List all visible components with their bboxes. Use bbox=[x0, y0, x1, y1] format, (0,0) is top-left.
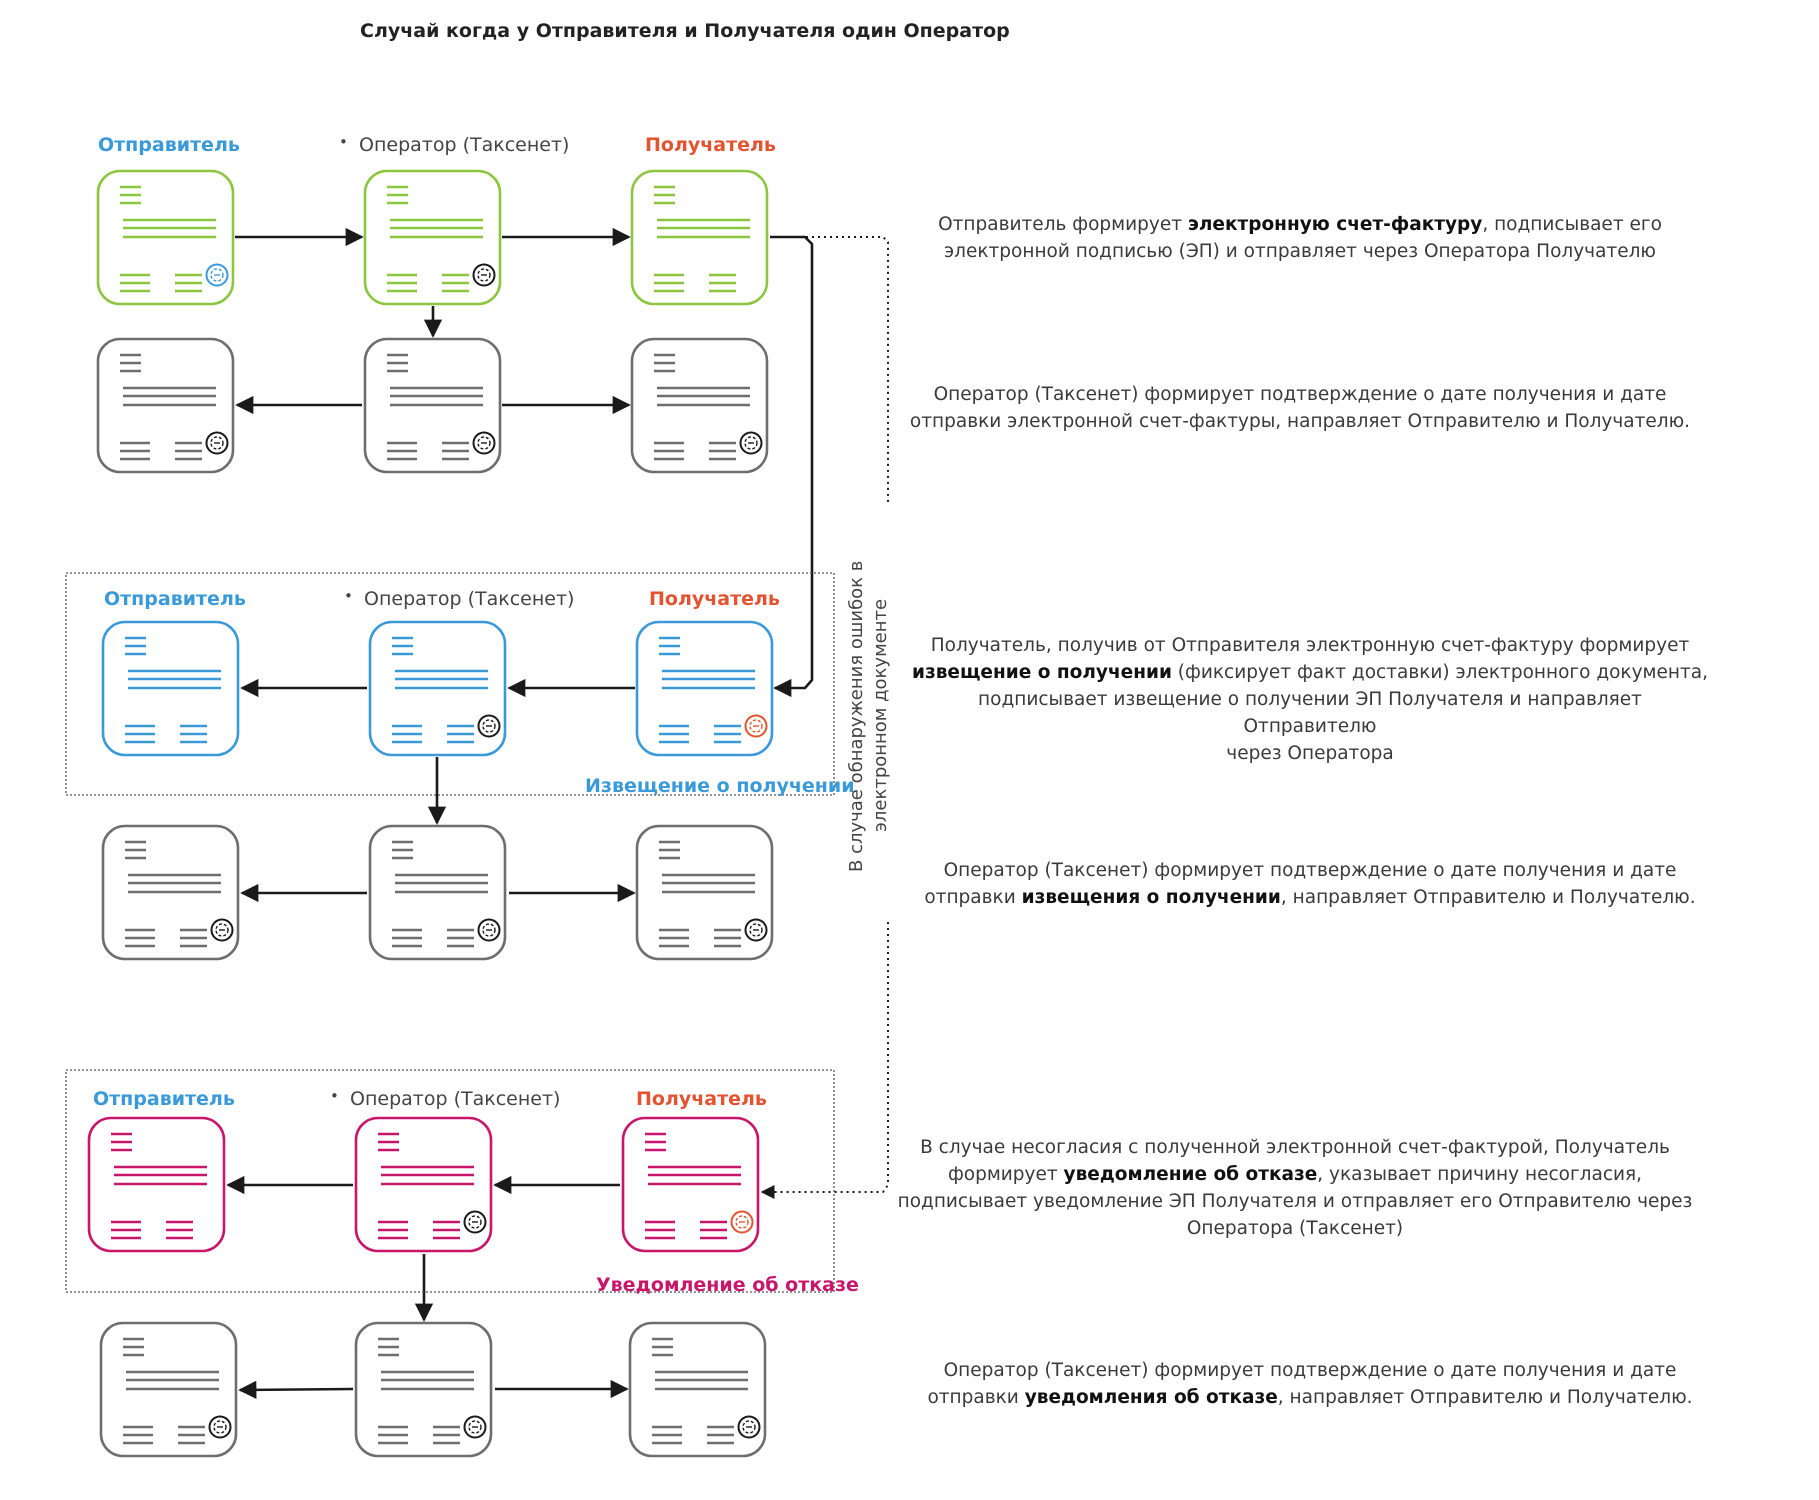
signature-seal-icon bbox=[744, 918, 768, 942]
operator-confirmation-doc-1 bbox=[363, 337, 502, 474]
receiver-confirmation-doc-3 bbox=[628, 1321, 767, 1458]
vertical-note-line-1: В случае обнаружения ошибок в bbox=[846, 560, 867, 872]
receiver-confirmation-doc-2 bbox=[635, 824, 774, 961]
desc-6-line-1: Оператор (Таксенет) формирует подтвержде… bbox=[943, 1360, 1677, 1381]
operator-label-1: Оператор (Таксенет) bbox=[339, 133, 569, 156]
desc-4-text-c: , направляет Отправителю и Получателю. bbox=[1280, 887, 1696, 908]
rejection-notice-group bbox=[65, 1069, 835, 1293]
desc-1-text-a: Отправитель формирует bbox=[938, 214, 1188, 235]
desc-5-text-c: , указывает причину несогласия, bbox=[1317, 1164, 1643, 1185]
signature-seal-icon bbox=[208, 1415, 232, 1439]
desc-2-line-1: Оператор (Таксенет) формирует подтвержде… bbox=[933, 384, 1667, 405]
sender-confirmation-doc-1 bbox=[96, 337, 235, 474]
signature-seal-icon bbox=[737, 1415, 761, 1439]
signature-seal-icon bbox=[472, 263, 496, 287]
sender-receipt-doc bbox=[101, 620, 240, 757]
receiver-rejection-doc bbox=[621, 1116, 760, 1253]
dotted-error-line-top bbox=[770, 236, 889, 505]
arrow-operator-to-sender-6 bbox=[238, 1380, 354, 1399]
documents-layer bbox=[87, 169, 774, 1458]
desc-6-bold: уведомления об отказе bbox=[1024, 1387, 1278, 1408]
signature-seal-icon bbox=[739, 431, 763, 455]
sender-label-3: Отправитель bbox=[93, 1088, 235, 1110]
desc-5-line-3: подписывает уведомление ЭП Получателя и … bbox=[897, 1191, 1693, 1212]
signature-seal-icon bbox=[205, 263, 229, 287]
sender-confirmation-doc-3 bbox=[99, 1321, 238, 1458]
operator-confirmation-doc-3 bbox=[354, 1321, 493, 1458]
signature-seal-icon bbox=[477, 714, 501, 738]
desc-3-line-4: через Оператора bbox=[1226, 743, 1394, 764]
receiver-confirmation-doc-1 bbox=[630, 337, 769, 474]
desc-3-text-b: (фиксирует факт доставки) электронного д… bbox=[1171, 662, 1708, 683]
desc-5-text-a: формирует bbox=[947, 1164, 1064, 1185]
operator-label-2: Оператор (Таксенет) bbox=[344, 587, 574, 610]
sender-label-2: Отправитель bbox=[104, 588, 246, 610]
sender-confirmation-doc-2 bbox=[101, 824, 240, 961]
sender-invoice-doc bbox=[96, 169, 235, 306]
operator-rejection-doc bbox=[354, 1116, 493, 1253]
sender-label-1: Отправитель bbox=[98, 134, 240, 156]
desc-1-text-c: , подписывает его bbox=[1482, 214, 1662, 235]
sender-rejection-doc bbox=[87, 1116, 226, 1253]
groups-layer bbox=[65, 572, 835, 1293]
operator-invoice-doc bbox=[363, 169, 502, 306]
vertical-note-line-2: электронном документе bbox=[870, 598, 891, 832]
diagram-title: Случай когда у Отправителя и Получателя … bbox=[360, 20, 1010, 42]
desc-5-line-1: В случае несогласия с полученной электро… bbox=[920, 1137, 1670, 1158]
desc-4-bold: извещения о получении bbox=[1021, 887, 1281, 908]
operator-receipt-doc bbox=[368, 620, 507, 757]
desc-5-bold: уведомление об отказе bbox=[1063, 1164, 1318, 1185]
desc-1-bold: электронную счет-фактуру bbox=[1187, 214, 1483, 235]
desc-4-text-a: отправки bbox=[924, 887, 1022, 908]
desc-6-text-a: отправки bbox=[927, 1387, 1025, 1408]
desc-2-line-2: отправки электронной счет-фактуры, напра… bbox=[909, 411, 1691, 432]
signature-seal-icon bbox=[744, 714, 768, 738]
desc-3-line-3: подписывает извещение о получении ЭП Пол… bbox=[978, 689, 1642, 737]
signature-seal-icon bbox=[205, 431, 229, 455]
signature-seal-icon bbox=[463, 1415, 487, 1439]
receiver-label-2: Получатель bbox=[649, 588, 780, 610]
description-5: В случае несогласия с полученной электро… bbox=[895, 1134, 1695, 1242]
signature-seal-icon bbox=[463, 1210, 487, 1234]
receipt-notice-group bbox=[65, 572, 835, 796]
arrow-receiver-to-receipt bbox=[770, 235, 814, 698]
desc-1-line-2: электронной подписью (ЭП) и отправляет ч… bbox=[943, 241, 1656, 262]
description-4: Оператор (Таксенет) формирует подтвержде… bbox=[910, 857, 1710, 911]
signature-seal-icon bbox=[210, 918, 234, 942]
receiver-label-3: Получатель bbox=[636, 1088, 767, 1110]
desc-5-line-4: Оператора (Таксенет) bbox=[1186, 1218, 1404, 1239]
receiver-receipt-doc bbox=[635, 620, 774, 757]
signature-seal-icon bbox=[477, 918, 501, 942]
desc-4-line-1: Оператор (Таксенет) формирует подтвержде… bbox=[943, 860, 1677, 881]
desc-3-bold: извещение о получении bbox=[912, 662, 1172, 683]
description-6: Оператор (Таксенет) формирует подтвержде… bbox=[910, 1357, 1710, 1411]
desc-6-text-c: , направляет Отправителю и Получателю. bbox=[1277, 1387, 1693, 1408]
receipt-notice-label: Извещение о получении bbox=[585, 775, 855, 797]
description-1: Отправитель формирует электронную счет-ф… bbox=[900, 211, 1700, 265]
receiver-invoice-doc bbox=[630, 169, 769, 306]
operator-confirmation-doc-2 bbox=[368, 824, 507, 961]
description-3: Получатель, получив от Отправителя элект… bbox=[910, 632, 1710, 767]
signature-seal-icon bbox=[730, 1210, 754, 1234]
desc-3-line-1: Получатель, получив от Отправителя элект… bbox=[930, 635, 1690, 656]
receiver-label-1: Получатель bbox=[645, 134, 776, 156]
arrows-layer bbox=[226, 227, 889, 1399]
description-2: Оператор (Таксенет) формирует подтвержде… bbox=[900, 381, 1700, 435]
signature-seal-icon bbox=[472, 431, 496, 455]
operator-label-3: Оператор (Таксенет) bbox=[330, 1087, 560, 1110]
rejection-notice-label: Уведомление об отказе bbox=[596, 1274, 859, 1296]
dotted-error-line-bottom bbox=[760, 922, 889, 1199]
